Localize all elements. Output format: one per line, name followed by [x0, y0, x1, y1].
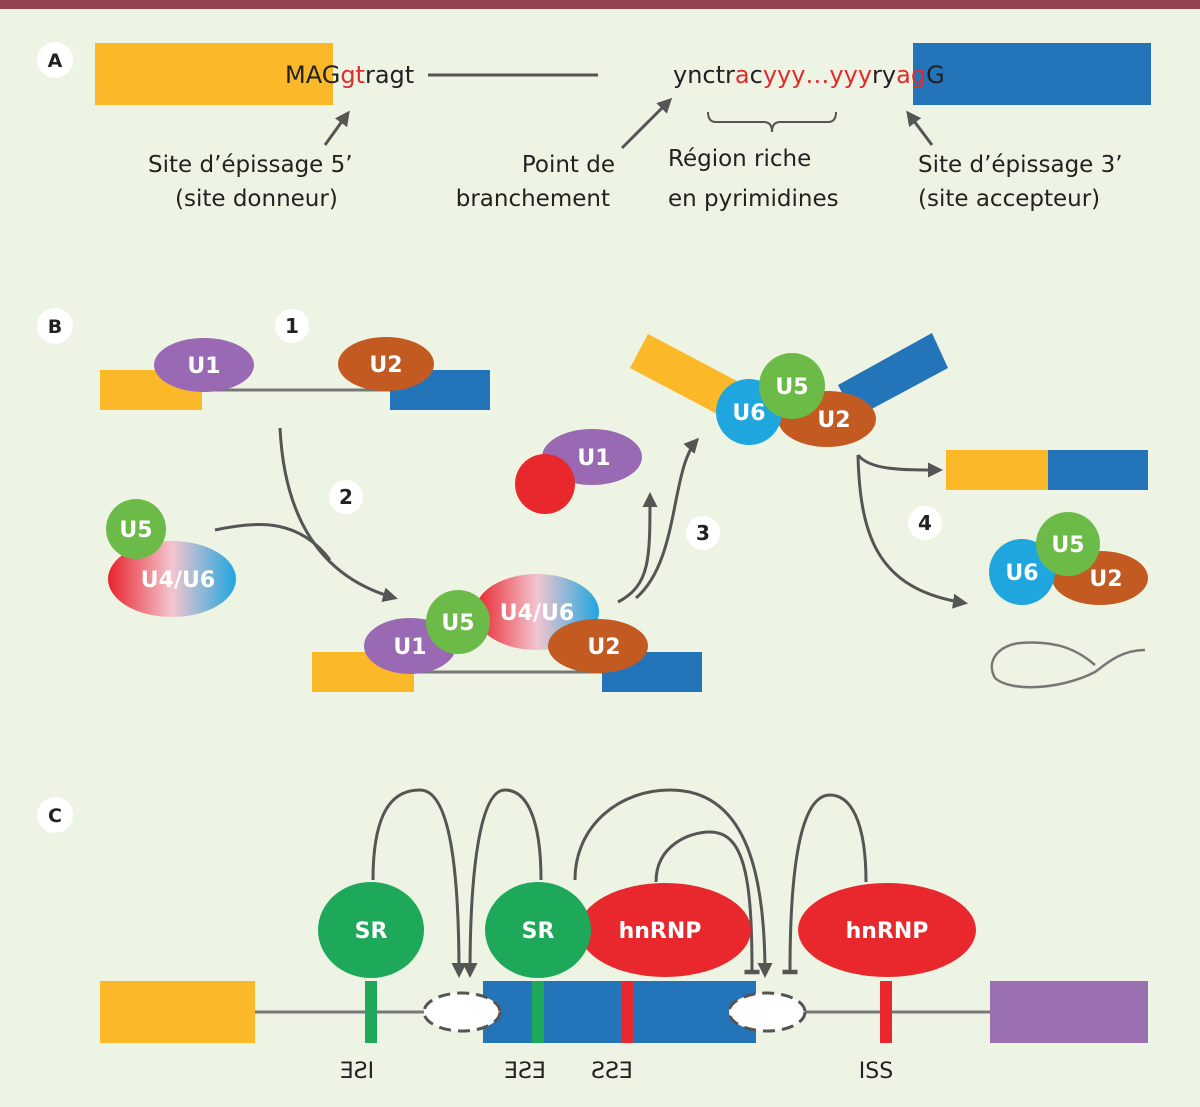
- arrow-to-assembly: [278, 427, 398, 603]
- pyr-line2: en pyrimidines: [668, 186, 839, 212]
- active-u6-label: U6: [732, 401, 765, 426]
- c-hnrnp-protein-2: [798, 883, 976, 977]
- c-sr-protein-2: [485, 882, 591, 978]
- c-hnrnp-label-2: hnRNP: [846, 919, 929, 944]
- active-u5-snrnp: [759, 353, 825, 419]
- seq-5-splice-site: MAGgtragt: [285, 61, 414, 89]
- site5-line2: (site donneur): [175, 186, 338, 212]
- free-u5-label: U5: [119, 518, 152, 543]
- site3-line1: Site d’épissage 3’: [918, 152, 1123, 178]
- pyrimidine-brace: [707, 111, 837, 133]
- step-2-badge: [329, 480, 363, 514]
- c-sr-protein-1: [318, 882, 424, 978]
- active-u5-label: U5: [775, 375, 808, 400]
- step-3-number: 3: [696, 521, 710, 545]
- arrow-5-site: [323, 110, 350, 146]
- b2-u1-label: U1: [393, 635, 426, 660]
- exon-3-box: [913, 43, 1151, 105]
- released-u6-label: U6: [1005, 561, 1038, 586]
- panel-b: B 1 U1 U2 2 U4/U6 U5 U4/U6 U1 U2 U5: [37, 308, 1148, 692]
- step-1-number: 1: [285, 314, 299, 338]
- released-u2-label: U2: [1089, 567, 1122, 592]
- b1-u2-label: U2: [369, 353, 402, 378]
- step-1-badge: [275, 309, 309, 343]
- c-ese-element: [532, 981, 544, 1043]
- arrow-branch: [620, 97, 673, 150]
- c-sr-label-2: SR: [522, 919, 555, 944]
- b2-u4u6-label: U4/U6: [500, 601, 574, 626]
- panel-c-badge: [37, 797, 73, 833]
- released-u5-snrnp: [1036, 512, 1100, 576]
- site3-line2: (site accepteur): [918, 186, 1100, 212]
- arrow-release-u1-u4: [617, 492, 658, 604]
- free-u5-snrnp: [106, 499, 166, 559]
- c-exon-left: [100, 981, 255, 1043]
- c-iss-element: [880, 981, 892, 1043]
- panel-b-letter: B: [48, 316, 62, 338]
- b2-u5-label: U5: [441, 611, 474, 636]
- c-splice-site-left: [422, 991, 502, 1033]
- c-exon-right: [990, 981, 1148, 1043]
- active-exon-3: [838, 333, 948, 418]
- c-iss-label: ISS: [859, 1059, 893, 1084]
- seq-3-splice-site: ynctracyyy…yyyryagG: [673, 61, 945, 89]
- released-u5-label: U5: [1051, 533, 1084, 558]
- c-hnrnp-label-1: hnRNP: [619, 919, 702, 944]
- arrow-join: [214, 522, 332, 561]
- b2-u2-snrnp: [548, 619, 648, 673]
- step-2-number: 2: [339, 485, 353, 509]
- site5-line1: Site d’épissage 5’: [148, 152, 353, 178]
- active-exon-5: [630, 334, 737, 415]
- c-arc-hnrnp1: [654, 830, 760, 975]
- c-arc-sr2: [462, 788, 543, 978]
- c-sr-label-1: SR: [355, 919, 388, 944]
- exon-5-box: [95, 43, 333, 105]
- released-u4-snrnp: [515, 454, 575, 514]
- step-4-badge: [908, 506, 942, 540]
- step-3-badge: [686, 516, 720, 550]
- intron-lariat: [990, 641, 1146, 689]
- active-u2-label: U2: [817, 408, 850, 433]
- c-exon-middle: [483, 981, 756, 1043]
- b2-u5-snrnp: [426, 590, 490, 654]
- panel-c-letter: C: [48, 805, 62, 827]
- free-u4u6-snrnp: [108, 541, 236, 617]
- step-4-number: 4: [918, 511, 932, 535]
- c-arc-hnrnp2: [782, 793, 868, 975]
- c-splice-site-right: [727, 991, 807, 1033]
- panel-a-letter: A: [48, 50, 63, 72]
- c-ese-label: ESE: [504, 1059, 546, 1084]
- arrow-3-site: [906, 110, 934, 146]
- free-u4u6-label: U4/U6: [141, 568, 215, 593]
- c-ise-label: ISE: [340, 1059, 374, 1084]
- c-arc-sr1: [371, 788, 467, 978]
- b1-u1-label: U1: [187, 354, 220, 379]
- c-hnrnp-protein-1: [579, 883, 751, 977]
- pyr-line1: Région riche: [668, 146, 811, 172]
- spliced-exon-5: [946, 450, 1048, 490]
- arrow-to-active: [635, 437, 700, 600]
- arrow-to-release: [856, 454, 968, 609]
- c-ise-element: [365, 981, 377, 1043]
- c-ess-element: [621, 981, 633, 1043]
- header-accent-bar: [0, 0, 1200, 9]
- b1-u1-snrnp: [154, 338, 254, 392]
- branch-line2: branchement: [456, 186, 610, 212]
- b1-u2-snrnp: [338, 337, 434, 391]
- arrow-to-mrna: [856, 453, 943, 478]
- panel-c: C SR hnRNP SR hnRNP ISE ESE ESS ISS: [37, 788, 1148, 1084]
- panel-a: A MAGgtragt ynctracyyy…yyyryagG Site d’é…: [37, 42, 1151, 212]
- panel-a-badge: [37, 42, 73, 78]
- c-arc-sr2-to-3: [573, 788, 773, 978]
- c-ess-label: ESS: [591, 1059, 633, 1084]
- panel-b-badge: [37, 308, 73, 344]
- b2-u2-label: U2: [587, 635, 620, 660]
- released-u1-label: U1: [577, 446, 610, 471]
- spliced-exon-3: [1048, 450, 1148, 490]
- branch-line1: Point de: [522, 152, 615, 178]
